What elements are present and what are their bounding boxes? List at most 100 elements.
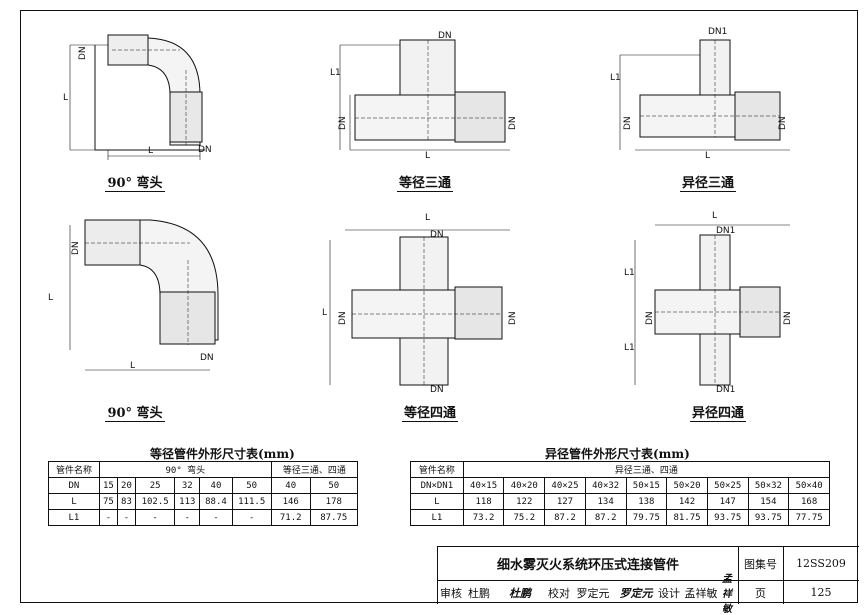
- caption-equal-tee: 等径三通: [396, 176, 453, 192]
- fig6-dn1-bottom-label: DN1: [716, 385, 735, 395]
- fig2-dn-top-label: DN: [438, 31, 452, 41]
- fig4-dn-label-b: DN: [200, 353, 214, 363]
- cell: 168: [788, 493, 830, 510]
- reducing-tee-drawing: [619, 39, 790, 151]
- reduced-table-title: 异径管件外形尺寸表(mm): [545, 447, 690, 461]
- cell: 40×32: [584, 477, 627, 494]
- cell: 102.5: [134, 493, 176, 510]
- fig2-l1-label: L1: [330, 68, 341, 78]
- row-label: DN×DN1: [410, 477, 464, 494]
- page-number: 125: [810, 586, 832, 599]
- cell: 134: [584, 493, 627, 510]
- fig3-dn-left-label: DN: [623, 116, 633, 130]
- cell: 87.75: [309, 509, 359, 526]
- fig6-l1-top-label: L1: [624, 268, 635, 278]
- atlas-label: 图集号: [744, 557, 777, 571]
- fig4-l-side-label: L: [48, 293, 53, 303]
- table-row: L1 - - - - - - 71.2 87.75: [48, 509, 359, 526]
- cell: 79.75: [625, 509, 668, 526]
- cell: 83: [116, 493, 136, 510]
- fig3-dn-right-label: DN: [778, 116, 788, 130]
- cell: 25: [134, 477, 176, 494]
- row-label: L1: [48, 509, 100, 526]
- reviewer-signature: 杜鹏: [509, 586, 531, 600]
- cell: 40×20: [503, 477, 546, 494]
- cell: 127: [544, 493, 586, 510]
- table-row: 管件名称 90° 弯头 等径三通、四通: [48, 461, 359, 478]
- equal-table-title: 等径管件外形尺寸表(mm): [150, 447, 295, 461]
- fig6-l-label: L: [712, 211, 717, 221]
- fig6-dn-left-label: DN: [645, 311, 655, 325]
- cell: 32: [174, 477, 201, 494]
- row-label: DN: [48, 477, 100, 494]
- cell: 73.2: [462, 509, 505, 526]
- designer-name: 孟祥敏: [684, 586, 718, 600]
- cell: 146: [270, 493, 311, 510]
- fig3-l1-label: L1: [610, 73, 621, 83]
- equal-fittings-table: 管件名称 90° 弯头 等径三通、四通 DN 15 20 25 32 40 50…: [48, 461, 359, 526]
- cell: -: [231, 509, 272, 526]
- elbow-drawing-2: [69, 219, 219, 371]
- cell: 93.75: [706, 509, 749, 526]
- page-label: 页: [755, 586, 766, 600]
- atlas-number: 12SS209: [796, 557, 846, 570]
- cell: 50×40: [788, 477, 830, 494]
- row-label: L1: [410, 509, 464, 526]
- cell: -: [199, 509, 233, 526]
- caption-elbow-2: 90° 弯头: [105, 406, 165, 422]
- cell: 178: [309, 493, 359, 510]
- cell: 87.2: [584, 509, 627, 526]
- cell: 81.75: [666, 509, 708, 526]
- cell: 111.5: [231, 493, 272, 510]
- caption-reducing-cross: 异径四通: [689, 406, 746, 422]
- check-label: 校对: [548, 586, 570, 600]
- fig5-dn-left-label: DN: [338, 311, 348, 325]
- cell: 142: [666, 493, 708, 510]
- fig4-l-label: L: [130, 361, 135, 371]
- fig2-dn-right-label: DN: [508, 116, 518, 130]
- fig5-dn-bottom-label: DN: [430, 385, 444, 395]
- fig5-dn-right-label: DN: [508, 311, 518, 325]
- cell: 71.2: [270, 509, 311, 526]
- cell: 40×15: [462, 477, 505, 494]
- drawing-title: 细水雾灭火系统环压式连接管件: [496, 558, 679, 573]
- fig1-l-label: L: [148, 146, 153, 156]
- cell: 154: [747, 493, 790, 510]
- reducing-cross-drawing: [634, 224, 790, 386]
- checker-signature: 罗定元: [619, 586, 653, 600]
- header-elbow: 90° 弯头: [98, 461, 272, 478]
- table-row: L1 73.2 75.2 87.2 87.2 79.75 81.75 93.75…: [410, 509, 830, 526]
- table-row: DN×DN1 40×15 40×20 40×25 40×32 50×15 50×…: [410, 477, 830, 494]
- table-row: L 75 83 102.5 113 88.4 111.5 146 178: [48, 493, 359, 510]
- reduced-fittings-table: 管件名称 异径三通、四通 DN×DN1 40×15 40×20 40×25 40…: [410, 461, 831, 526]
- cell: -: [174, 509, 201, 526]
- cell: 118: [462, 493, 505, 510]
- cell: 147: [706, 493, 749, 510]
- table-row: 管件名称 异径三通、四通: [410, 461, 831, 478]
- fig2-l-label: L: [425, 151, 430, 161]
- fig5-l-top-label: L: [425, 213, 430, 223]
- cell: 138: [625, 493, 668, 510]
- fig1-dn-label-b: DN: [198, 145, 212, 155]
- row-label: L: [48, 493, 100, 510]
- checker-name: 罗定元: [576, 586, 610, 600]
- header-name: 管件名称: [410, 461, 464, 478]
- fig3-dn1-label: DN1: [708, 27, 727, 37]
- cell: 50×20: [666, 477, 708, 494]
- cell: 40×25: [544, 477, 586, 494]
- cell: 122: [503, 493, 546, 510]
- elbow-drawing-1: [69, 34, 205, 160]
- cell: 50×15: [625, 477, 668, 494]
- caption-reducing-tee: 异径三通: [679, 176, 736, 192]
- fig6-dn1-top-label: DN1: [716, 226, 735, 236]
- cell: 88.4: [199, 493, 233, 510]
- fig1-l-side-label: L: [63, 93, 68, 103]
- fig6-dn-right-label: DN: [783, 311, 793, 325]
- design-label: 设计: [658, 586, 680, 600]
- cell: 50×25: [706, 477, 749, 494]
- cell: 20: [116, 477, 136, 494]
- review-label: 审核: [440, 586, 462, 600]
- cell: 50: [231, 477, 272, 494]
- cell: 113: [174, 493, 201, 510]
